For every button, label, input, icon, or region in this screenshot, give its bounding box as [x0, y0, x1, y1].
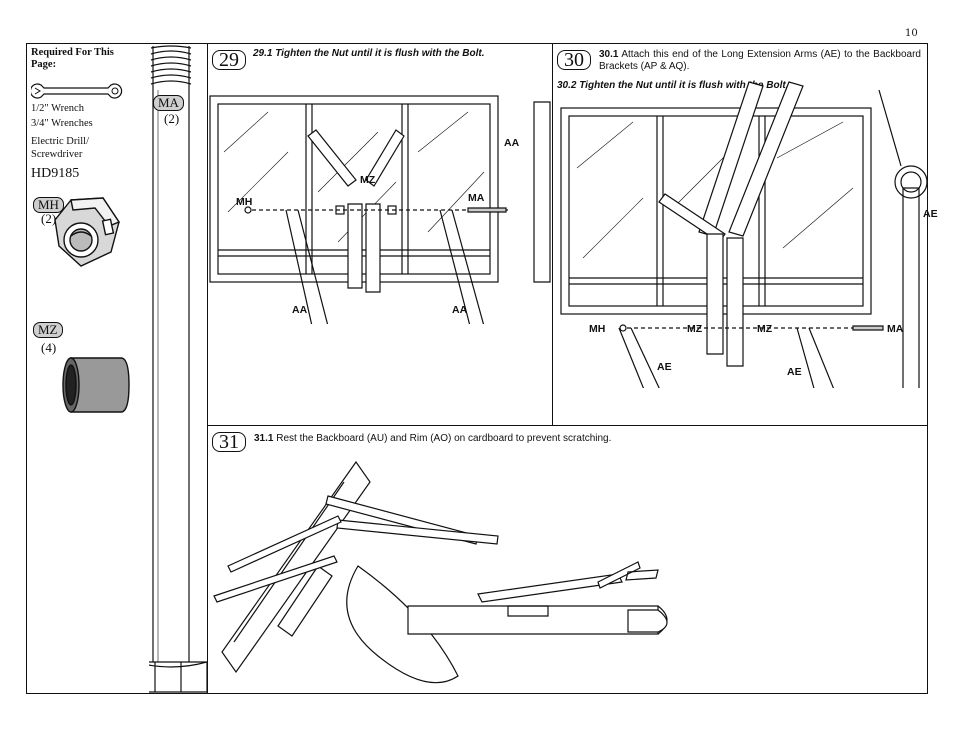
- step-30-label-ae-right: AE: [923, 208, 938, 220]
- spacer-icon: [62, 357, 130, 413]
- step-31-panel: 31 31.1 Rest the Backboard (AU) and Rim …: [208, 426, 927, 693]
- step-30-label-mh: MH: [589, 323, 606, 335]
- wrench-icon: [31, 83, 123, 99]
- step-29-label-mh: MH: [236, 196, 253, 208]
- part-qty-ma: (2): [164, 111, 180, 126]
- part-tag-mz: MZ: [33, 322, 63, 338]
- step-30-label-ma: MA: [887, 323, 904, 335]
- tool-screwdriver: Screwdriver: [31, 149, 83, 160]
- step-30-number: 30: [557, 50, 591, 70]
- step-30-1-text: 30.1 Attach this end of the Long Extensi…: [599, 49, 921, 72]
- step-29-label-aa-top: AA: [504, 137, 520, 149]
- step-30-label-ae-left: AE: [657, 361, 672, 373]
- step-30-diagram: [560, 81, 927, 388]
- parts-column: Required For This Page: 1/2" Wrench 3/4"…: [27, 44, 208, 693]
- tool-half-inch-wrench: 1/2" Wrench: [31, 103, 84, 114]
- step-29-1-text: 29.1 Tighten the Nut until it is flush w…: [253, 48, 485, 59]
- tool-three-quarter-wrenches: 3/4" Wrenches: [31, 118, 93, 129]
- step-29-label-aa-left: AA: [292, 304, 308, 316]
- instruction-frame: Required For This Page: 1/2" Wrench 3/4"…: [26, 43, 938, 694]
- required-title: Required For This Page:: [31, 47, 114, 70]
- step-29-label-mz: MZ: [360, 174, 376, 186]
- step-29-label-aa-right: AA: [452, 304, 468, 316]
- step-29-panel: 29 29.1 Tighten the Nut until it is flus…: [208, 44, 553, 426]
- tool-electric-drill: Electric Drill/: [31, 136, 90, 147]
- step-29-label-ma: MA: [468, 192, 485, 204]
- step-31-number: 31: [212, 432, 246, 452]
- step-30-label-mz-right: MZ: [757, 323, 773, 335]
- part-qty-mz: (4): [41, 340, 57, 355]
- model-number: HD9185: [31, 166, 80, 181]
- part-tag-ma: MA: [153, 95, 184, 111]
- hex-nut-icon: [54, 197, 121, 267]
- bolt-ma-drawing: [149, 45, 207, 693]
- step-31-1-text: 31.1 Rest the Backboard (AU) and Rim (AO…: [254, 433, 612, 444]
- step-29-diagram: [209, 95, 551, 324]
- page-number: 10: [905, 28, 918, 39]
- step-30-panel: 30 30.1 Attach this end of the Long Exte…: [553, 44, 938, 426]
- part-tag-mh: MH: [33, 197, 64, 213]
- step-30-label-mz-left: MZ: [687, 323, 703, 335]
- step-30-label-ae-center: AE: [787, 366, 802, 378]
- part-qty-mh: (2): [41, 211, 57, 226]
- step-30-2-text: 30.2 Tighten the Nut until it is flush w…: [557, 80, 789, 91]
- step-29-number: 29: [212, 50, 246, 70]
- step-31-diagram: [213, 460, 668, 684]
